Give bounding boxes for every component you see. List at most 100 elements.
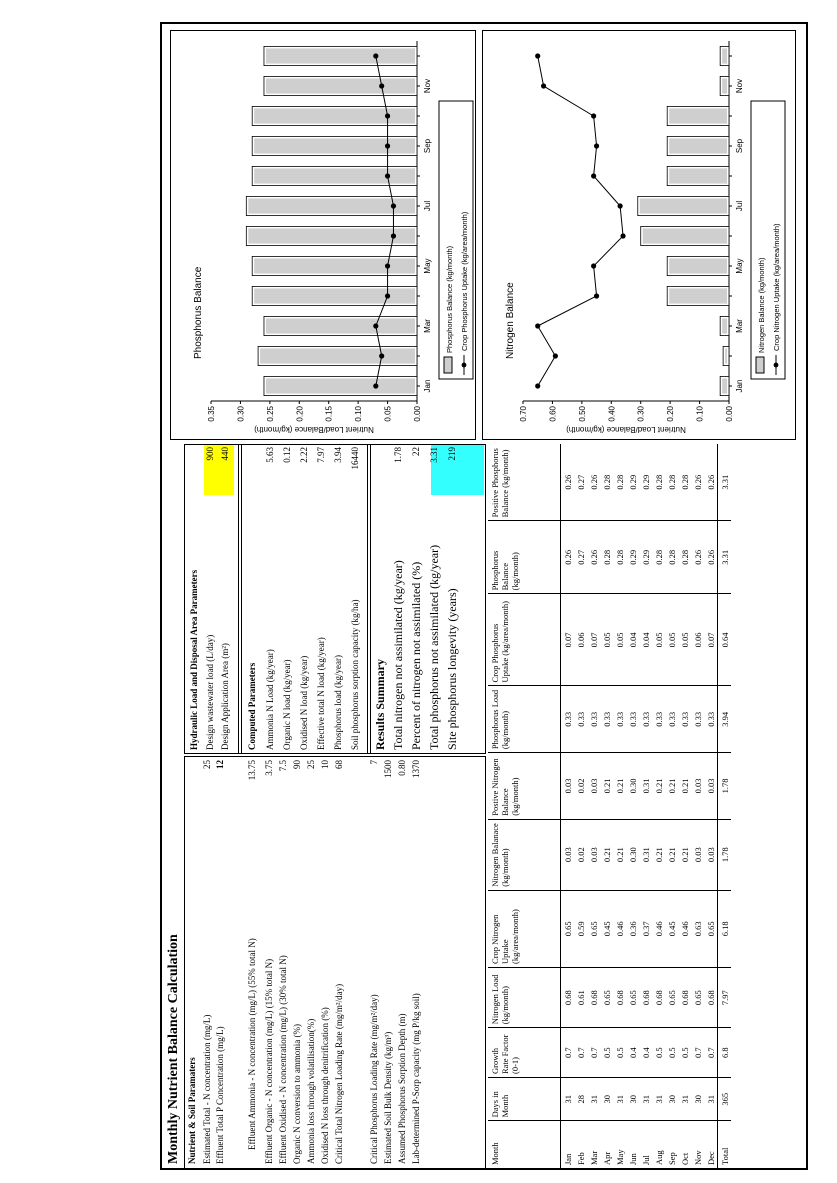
legend-bar-label: Nitrogen Balance (kg/month) xyxy=(757,257,766,353)
table-cell: Jan xyxy=(562,1153,573,1165)
table-cell: 0.02 xyxy=(574,752,587,820)
table-cell: 0.65 xyxy=(600,967,613,1028)
table-cell: 0.33 xyxy=(600,685,613,753)
uptake-point xyxy=(384,113,391,119)
table-cell: 0.07 xyxy=(560,593,574,686)
soil-param-value[interactable]: 25 xyxy=(306,760,316,769)
y-tick-label: 0.05 xyxy=(384,405,393,421)
bar-hatch xyxy=(722,78,728,94)
nutrient-soil-parameters-panel: Nutrient & Soil Paramaters Estimated Tot… xyxy=(184,756,486,1168)
table-cell: 0.03 xyxy=(560,752,574,820)
table-cell: 0.65 xyxy=(587,890,600,968)
table-cell: 0.21 xyxy=(665,752,678,820)
legend-bar-swatch xyxy=(755,356,765,374)
soil-param-value[interactable]: 25 xyxy=(202,760,212,769)
soil-param-value[interactable]: 68 xyxy=(334,760,344,769)
table-cell: 0.21 xyxy=(678,752,691,820)
table-cell: 0.46 xyxy=(678,890,691,968)
hydraulic-heading: Hydraulic Load and Disposal Area Paramet… xyxy=(189,569,199,750)
table-total-cell: 1.78 xyxy=(717,752,731,820)
rotated-worksheet-content: Monthly Nutrient Balance Calculation Nut… xyxy=(162,24,806,1168)
table-cell: 0.33 xyxy=(691,685,704,753)
y-axis-label: Nutrient Load/Balance (kg/month) xyxy=(566,425,686,434)
table-total-cell: 3.94 xyxy=(717,685,731,753)
uptake-point xyxy=(373,383,379,389)
table-cell: 0.46 xyxy=(613,890,626,968)
table-cell: 0.7 xyxy=(587,1027,600,1078)
soil-param-label: Ammonia loss through volatilisation(%) xyxy=(306,1018,316,1164)
soil-param-value[interactable]: 90 xyxy=(292,760,302,769)
table-cell: 0.36 xyxy=(626,890,639,968)
soil-param-value[interactable]: 7.5 xyxy=(278,760,288,772)
table-cell: 0.33 xyxy=(639,685,652,753)
soil-param-value[interactable]: 0.80 xyxy=(397,760,407,776)
uptake-point xyxy=(379,353,385,359)
table-cell: 0.68 xyxy=(704,967,718,1028)
computed-label: Soil phosphorus sorption capacity (kg/ha… xyxy=(350,599,360,750)
table-cell: 30 xyxy=(600,1077,613,1121)
bar-hatch xyxy=(722,318,728,334)
table-cell: Jul xyxy=(640,1155,651,1165)
hydraulic-value-1[interactable]: 440 xyxy=(220,447,230,461)
table-cell: 0.28 xyxy=(600,520,613,594)
hydraulic-value-0[interactable]: 900 xyxy=(205,447,215,461)
legend-line-marker xyxy=(773,362,779,368)
table-cell: 0.05 xyxy=(600,593,613,686)
divider xyxy=(367,445,368,753)
bar-hatch xyxy=(639,198,727,214)
x-tick-label: Sep xyxy=(735,138,744,153)
table-cell: 0.06 xyxy=(574,593,587,686)
table-cell: 0.7 xyxy=(704,1027,718,1078)
table-cell: 30 xyxy=(626,1077,639,1121)
table-cell: 0.33 xyxy=(678,685,691,753)
results-value: 3.31 xyxy=(429,447,439,463)
legend-line-label: Crop Nitrogen Uptake (kg/area/month) xyxy=(772,223,781,351)
soil-param-value[interactable]: 3.75 xyxy=(264,760,274,776)
legend-line-label: Crop Phosphorus Uptake (kg/area/month) xyxy=(460,211,469,351)
table-cell: 0.5 xyxy=(678,1027,691,1078)
table-cell: 0.33 xyxy=(652,685,665,753)
soil-param-label: Effluent Total P Concentration (mg/L) xyxy=(215,1026,225,1164)
soil-param-value[interactable]: 1500 xyxy=(383,760,393,778)
table-cell: 0.31 xyxy=(639,752,652,820)
results-label: Total nitrogen not assimilated (kg/year) xyxy=(391,560,405,750)
soil-param-value[interactable]: 10 xyxy=(320,760,330,769)
table-total-cell: 6.18 xyxy=(717,890,731,968)
table-cell: 0.45 xyxy=(600,890,613,968)
table-cell: 0.29 xyxy=(626,444,639,521)
computed-label: Organic N load (kg/year) xyxy=(282,659,292,750)
soil-param-value[interactable]: 1370 xyxy=(411,760,421,778)
table-cell: 0.21 xyxy=(665,819,678,891)
table-cell: 0.05 xyxy=(652,593,665,686)
soil-param-value[interactable]: 12 xyxy=(215,760,225,769)
bar-hatch xyxy=(642,228,727,244)
x-tick-label: May xyxy=(423,258,432,273)
column-header: Growth Rate Factor (0-1) xyxy=(488,1027,561,1078)
table-cell: 30 xyxy=(665,1077,678,1121)
soil-param-label: Effluent Ammonia - N concentration (mg/L… xyxy=(247,938,257,1150)
computed-label: Phosphorus load (kg/year) xyxy=(333,655,343,750)
table-cell: 0.03 xyxy=(691,819,704,891)
bar-hatch xyxy=(722,48,728,64)
y-tick-label: 0.20 xyxy=(295,405,304,421)
table-total-cell: 0.64 xyxy=(717,593,731,686)
soil-param-label: Estimated Total - N concentration (mg/L) xyxy=(202,1014,212,1164)
column-header: Month xyxy=(488,1120,561,1168)
bar-hatch xyxy=(254,108,415,124)
x-tick-label: Jan xyxy=(423,380,432,393)
table-cell: 31 xyxy=(704,1077,718,1121)
soil-param-value[interactable]: 13.75 xyxy=(247,760,257,781)
bar-hatch xyxy=(254,168,415,184)
table-cell: 0.26 xyxy=(704,444,718,521)
table-cell: 0.03 xyxy=(704,819,718,891)
table-cell: 0.5 xyxy=(652,1027,665,1078)
bar-hatch xyxy=(265,378,415,394)
table-cell: 0.5 xyxy=(665,1027,678,1078)
soil-param-value[interactable]: 7 xyxy=(369,760,379,765)
soil-param-label: Oxidised N loss through denitrification … xyxy=(320,1007,330,1164)
table-cell: 0.28 xyxy=(613,520,626,594)
uptake-line xyxy=(375,55,394,387)
